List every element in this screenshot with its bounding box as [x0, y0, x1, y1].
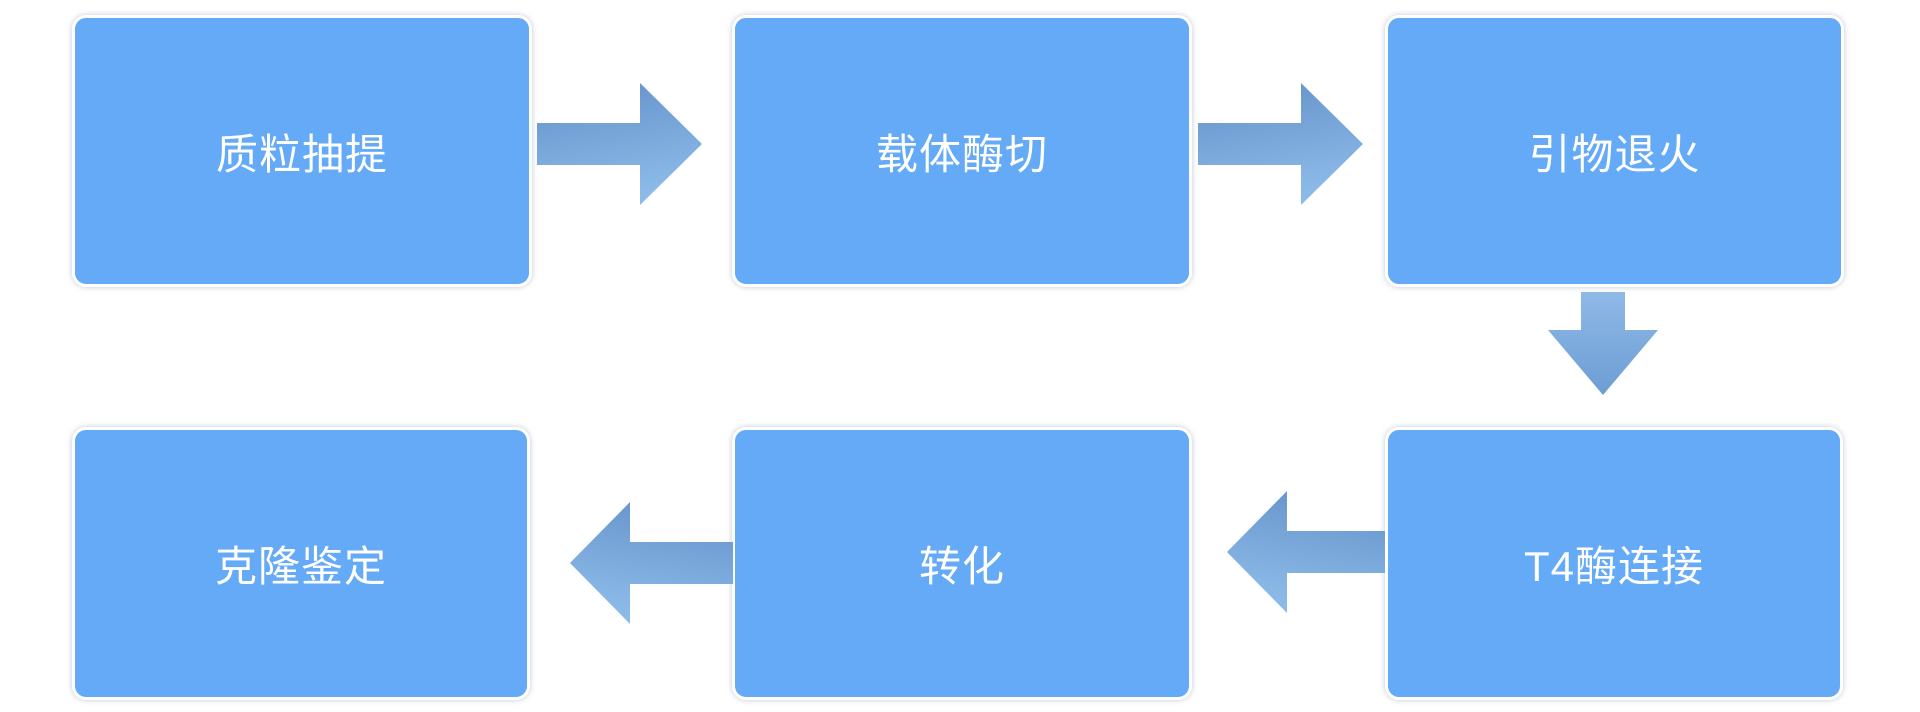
flow-node-clone-identification: 克隆鉴定: [72, 427, 530, 700]
flow-node-label: 转化: [918, 543, 1005, 590]
flow-node-vector-digestion: 载体酶切: [732, 15, 1192, 287]
flow-node-t4-ligase-ligation: T4酶连接: [1385, 427, 1843, 700]
down-arrow-icon-primer-to-t4: [1548, 292, 1658, 395]
flow-node-label: 引物退火: [1528, 130, 1701, 178]
flow-node-transformation: 转化: [732, 427, 1192, 700]
flow-node-plasmid-extraction: 质粒抽提: [72, 15, 532, 287]
left-arrow-icon-transformation-to-clone: [570, 502, 733, 624]
right-arrow-icon-plasmid-to-vector: [537, 83, 702, 205]
right-arrow-icon-vector-to-primer: [1198, 83, 1363, 205]
flow-node-primer-annealing: 引物退火: [1385, 15, 1844, 287]
flow-node-label: 克隆鉴定: [214, 543, 387, 590]
flow-node-label: 载体酶切: [875, 130, 1048, 178]
left-arrow-icon-t4-to-transformation: [1227, 491, 1385, 613]
flow-node-label: 质粒抽提: [215, 130, 388, 178]
flow-node-label: T4酶连接: [1523, 543, 1704, 590]
